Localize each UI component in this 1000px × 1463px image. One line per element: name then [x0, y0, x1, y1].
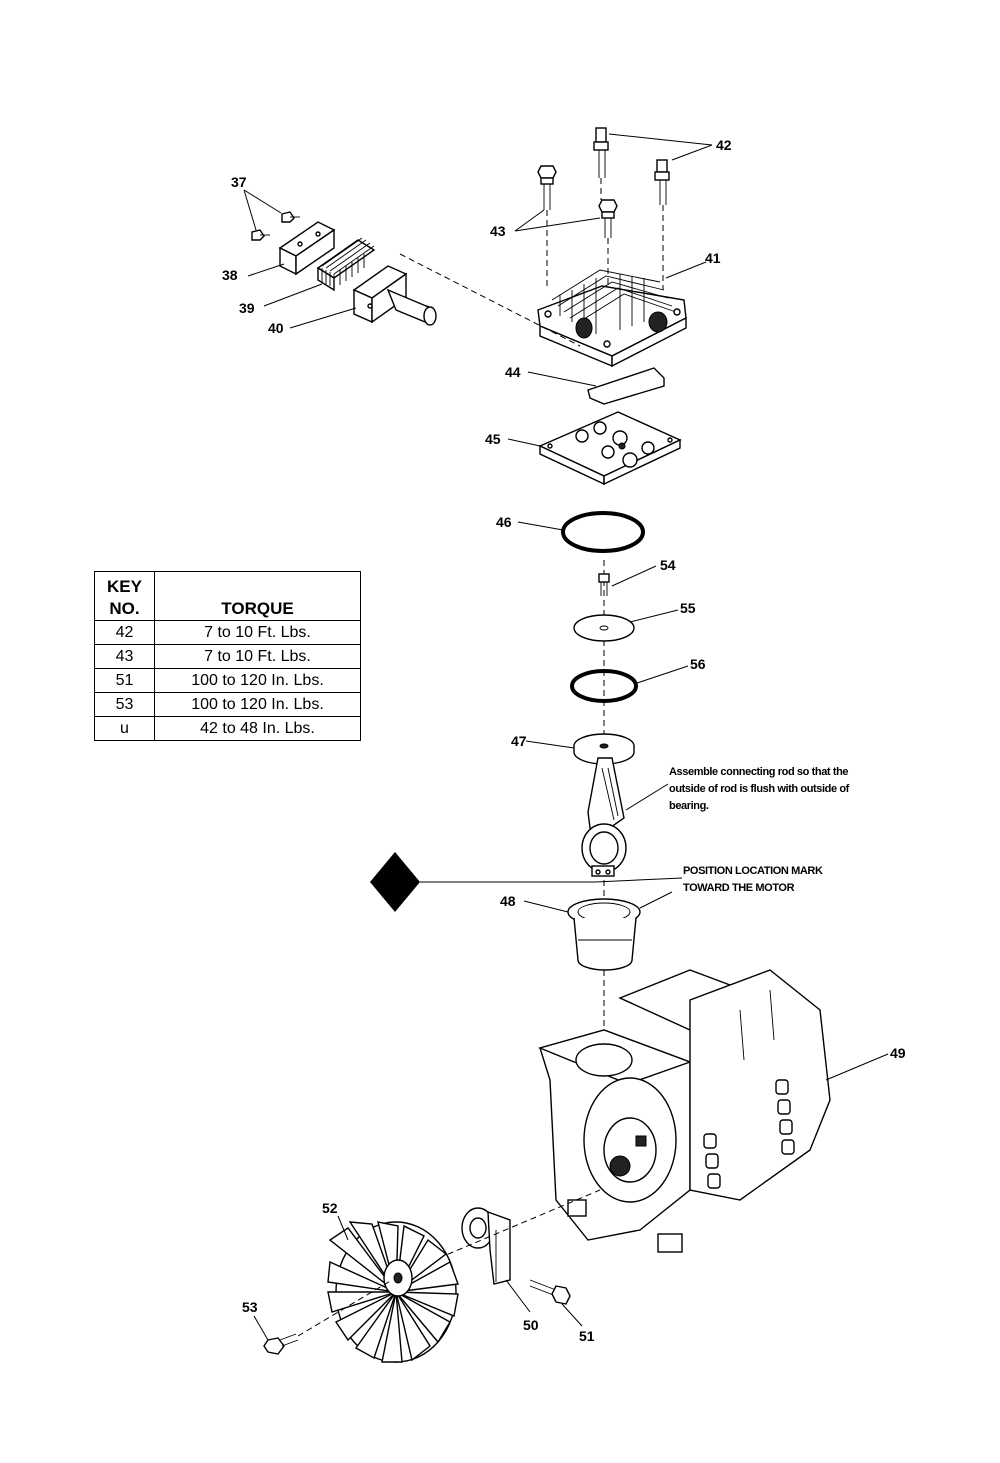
table-row: u 42 to 48 In. Lbs.	[94, 716, 361, 741]
callout-45: 45	[485, 431, 501, 447]
torque-cell: 100 to 120 In. Lbs.	[154, 668, 361, 693]
callout-52: 52	[322, 1200, 338, 1216]
callout-55: 55	[680, 600, 696, 616]
torque-table-header-row: KEY NO. TORQUE	[94, 571, 361, 621]
callout-37: 37	[231, 174, 247, 190]
callout-51: 51	[579, 1328, 595, 1344]
bolt-42-center	[593, 127, 609, 178]
callout-54: 54	[660, 557, 676, 573]
filter-element-39	[316, 237, 376, 292]
cylinder-head-41	[537, 269, 687, 368]
diamond-marker	[370, 852, 420, 912]
table-row: 51 100 to 120 In. Lbs.	[94, 668, 361, 693]
torque-table: KEY NO. TORQUE 42 7 to 10 Ft. Lbs. 43 7 …	[94, 571, 361, 741]
table-row: 53 100 to 120 In. Lbs.	[94, 692, 361, 717]
valve-plate-45	[538, 411, 682, 486]
bolt-43-left	[537, 165, 557, 210]
callout-42: 42	[716, 137, 732, 153]
callout-49: 49	[890, 1045, 906, 1061]
callout-47: 47	[511, 733, 527, 749]
callout-46: 46	[496, 514, 512, 530]
key-cell: 51	[94, 668, 155, 693]
bolt-51	[529, 1279, 571, 1305]
header-key-no: KEY NO.	[94, 571, 155, 621]
bolt-42-right	[654, 159, 670, 205]
key-cell: u	[94, 716, 155, 741]
table-row: 42 7 to 10 Ft. Lbs.	[94, 620, 361, 645]
filter-cover-38	[278, 221, 336, 276]
callout-56: 56	[690, 656, 706, 672]
motor-vents	[703, 1079, 795, 1189]
header-key-line-2: NO.	[109, 599, 140, 618]
piston-ring-56	[570, 669, 638, 703]
bolt-53	[263, 1333, 299, 1355]
header-torque: TORQUE	[154, 571, 361, 621]
table-row: 43 7 to 10 Ft. Lbs.	[94, 644, 361, 669]
header-key-line-1: KEY	[107, 577, 142, 596]
callout-38: 38	[222, 267, 238, 283]
bolt-43-center	[598, 199, 618, 238]
callout-39: 39	[239, 300, 255, 316]
callout-43: 43	[490, 223, 506, 239]
torque-cell: 100 to 120 In. Lbs.	[154, 692, 361, 717]
gasket-44	[587, 367, 665, 405]
torque-cell: 7 to 10 Ft. Lbs.	[154, 644, 361, 669]
torque-cell: 7 to 10 Ft. Lbs.	[154, 620, 361, 645]
note-rod-line-2: outside of rod is flush with outside of	[669, 783, 850, 795]
eccentric-50	[461, 1207, 511, 1285]
callout-48: 48	[500, 893, 516, 909]
torque-cell: 42 to 48 In. Lbs.	[154, 716, 361, 741]
filter-screws-37	[251, 211, 300, 241]
callout-50: 50	[523, 1317, 539, 1333]
note-rod-line-1: Assemble connecting rod so that the	[669, 766, 848, 778]
fan-52	[327, 1221, 459, 1363]
note-rod-line-3: bearing.	[669, 800, 709, 812]
o-ring-46	[561, 511, 645, 553]
connecting-rod-47	[573, 733, 635, 877]
note-mark-line-1: POSITION LOCATION MARK	[683, 865, 823, 877]
note-mark-line-2: TOWARD THE MOTOR	[683, 882, 795, 894]
callout-40: 40	[268, 320, 284, 336]
callout-44: 44	[505, 364, 521, 380]
callout-53: 53	[242, 1299, 258, 1315]
callout-41: 41	[705, 250, 721, 266]
key-cell: 43	[94, 644, 155, 669]
screw-54	[598, 573, 610, 596]
filter-housing-40	[352, 265, 437, 326]
motor-crankcase-49	[537, 969, 831, 1253]
retainer-disc-55	[573, 614, 635, 642]
key-cell: 42	[94, 620, 155, 645]
bearing-48	[567, 898, 641, 971]
key-cell: 53	[94, 692, 155, 717]
